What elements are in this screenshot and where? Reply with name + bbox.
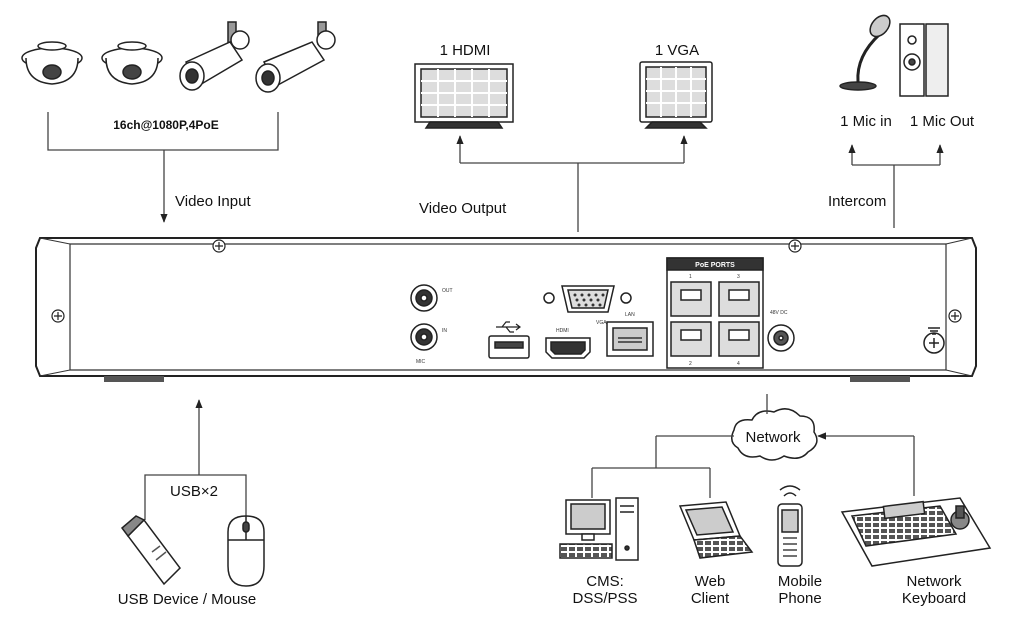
poe-port-2-label: 2 [689, 361, 692, 367]
microphone-icon [839, 14, 891, 91]
intercom-line [848, 144, 944, 228]
hdmi-output-label: 1 HDMI [439, 42, 491, 59]
audio-out-label: OUT [442, 288, 453, 294]
power-label: 48V DC [770, 310, 788, 316]
network-keyboard-icon [840, 497, 992, 567]
ground-terminal-icon [923, 327, 945, 354]
power-input-jack [767, 324, 795, 352]
audio-in-jack [410, 323, 438, 351]
video-output-label: Video Output [419, 200, 507, 217]
mic-in-label: 1 Mic in [840, 113, 892, 130]
network-cloud-icon [731, 408, 818, 461]
audio-group-label: MIC [416, 359, 426, 365]
intercom-label: Intercom [828, 193, 887, 210]
usb-stick-icon [120, 515, 181, 586]
video-input-label: Video Input [175, 193, 251, 210]
usb-line [144, 399, 247, 520]
usb-symbol-icon [496, 321, 521, 333]
poe-header-label: PoE PORTS [695, 262, 735, 269]
dome-camera-icon [101, 41, 163, 85]
lan-port-label: LAN [625, 312, 635, 318]
vga-monitor-icon [639, 61, 713, 129]
audio-in-label: IN [442, 328, 447, 334]
speaker-icon [899, 23, 949, 97]
vga-output-label: 1 VGA [654, 42, 700, 59]
web-client-label: Web Client [690, 573, 730, 608]
network-keyboard-label: Network Keyboard [901, 573, 967, 608]
video-input-line [47, 112, 279, 223]
nvr-rear-panel: OUT IN MIC HDMI VGA [35, 237, 977, 382]
cms-client-label: CMS: DSS/PSS [572, 573, 638, 608]
usb-port [488, 335, 530, 359]
hdmi-port-label: HDMI [556, 328, 569, 334]
video-output-line [456, 135, 688, 232]
network-lines [591, 394, 915, 498]
bullet-camera-icon [179, 21, 250, 91]
hdmi-monitor-icon [414, 63, 514, 129]
usb-count-label: USB×2 [170, 483, 218, 500]
bullet-camera-icon [255, 21, 336, 93]
poe-port-block [666, 257, 764, 369]
dome-camera-icon [21, 41, 83, 85]
mouse-icon [227, 515, 265, 587]
poe-port-4-label: 4 [737, 361, 740, 367]
mobile-phone-label: Mobile Phone [777, 573, 823, 608]
mobile-phone-icon [777, 485, 803, 567]
laptop-icon [678, 501, 754, 559]
desktop-pc-icon [559, 497, 639, 561]
camera-spec-label: 16ch@1080P,4PoE [113, 118, 219, 132]
poe-port-3-label: 3 [737, 274, 740, 280]
lan-port [606, 321, 654, 357]
audio-out-jack [410, 284, 438, 312]
vga-port [543, 285, 632, 313]
hdmi-port [545, 337, 591, 359]
mic-out-label: 1 Mic Out [909, 113, 975, 130]
network-label: Network [745, 429, 801, 446]
vga-port-label: VGA [596, 320, 607, 326]
poe-port-1-label: 1 [689, 274, 692, 280]
usb-device-label: USB Device / Mouse [117, 591, 257, 608]
